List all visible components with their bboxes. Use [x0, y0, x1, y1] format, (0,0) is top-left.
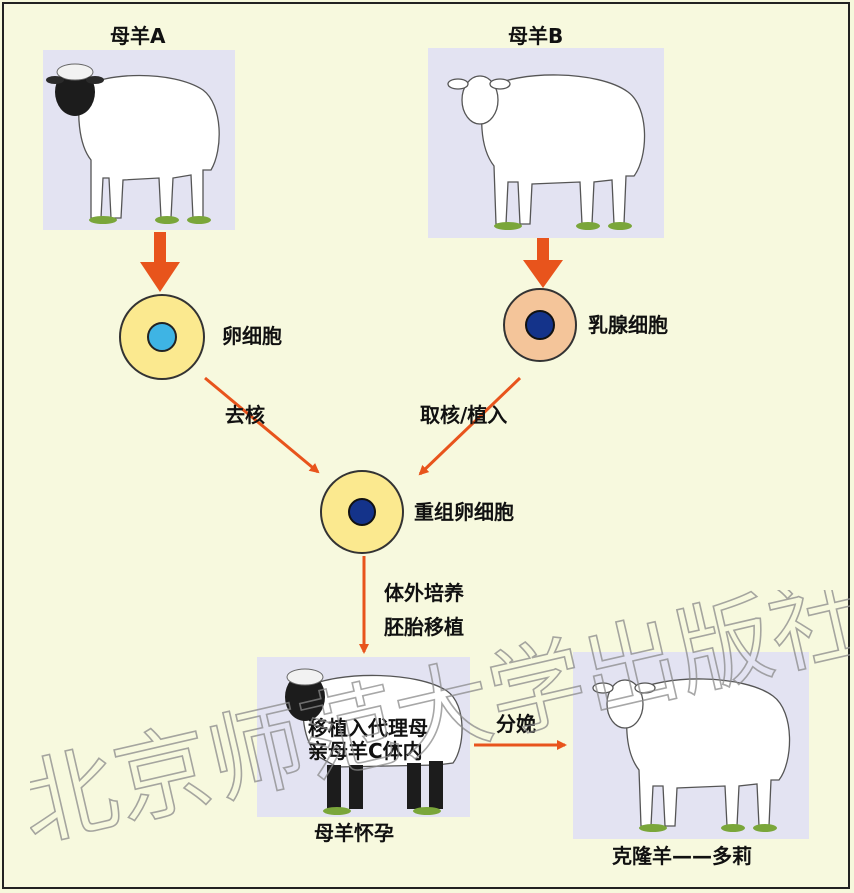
arrow-mammary-to-recombined — [418, 376, 522, 476]
arrow-sheep-b-to-mammary — [523, 238, 563, 288]
sheep-a-label: 母羊A — [110, 24, 166, 48]
dolly-sheep-image — [573, 652, 809, 839]
extract-implant-label: 取核/植入 — [420, 403, 508, 427]
mammary-cell-label: 乳腺细胞 — [588, 313, 668, 337]
implant-line2: 亲母羊C体内 — [308, 739, 423, 763]
pregnant-label: 母羊怀孕 — [314, 821, 394, 845]
arrow-sheep-a-to-egg — [140, 232, 180, 292]
implant-line1: 移植入代理母 — [308, 716, 428, 740]
egg-cell — [119, 294, 205, 380]
arrow-egg-to-recombined — [204, 376, 320, 474]
recombined-egg-label: 重组卵细胞 — [414, 500, 514, 524]
enucleate-label: 去核 — [225, 403, 265, 427]
culture-label: 体外培养 — [384, 581, 464, 605]
sheep-b-image — [428, 48, 664, 238]
embryo-transfer-label: 胚胎移植 — [384, 615, 464, 639]
mammary-cell — [503, 288, 577, 362]
birth-label: 分娩 — [496, 712, 536, 736]
sheep-a-image — [43, 50, 235, 230]
pregnant-sheep-image — [257, 657, 470, 817]
egg-cell-label: 卵细胞 — [222, 324, 282, 348]
sheep-b-label: 母羊B — [508, 24, 564, 48]
recombined-egg-cell — [320, 470, 404, 554]
clone-label: 克隆羊——多莉 — [612, 844, 752, 868]
